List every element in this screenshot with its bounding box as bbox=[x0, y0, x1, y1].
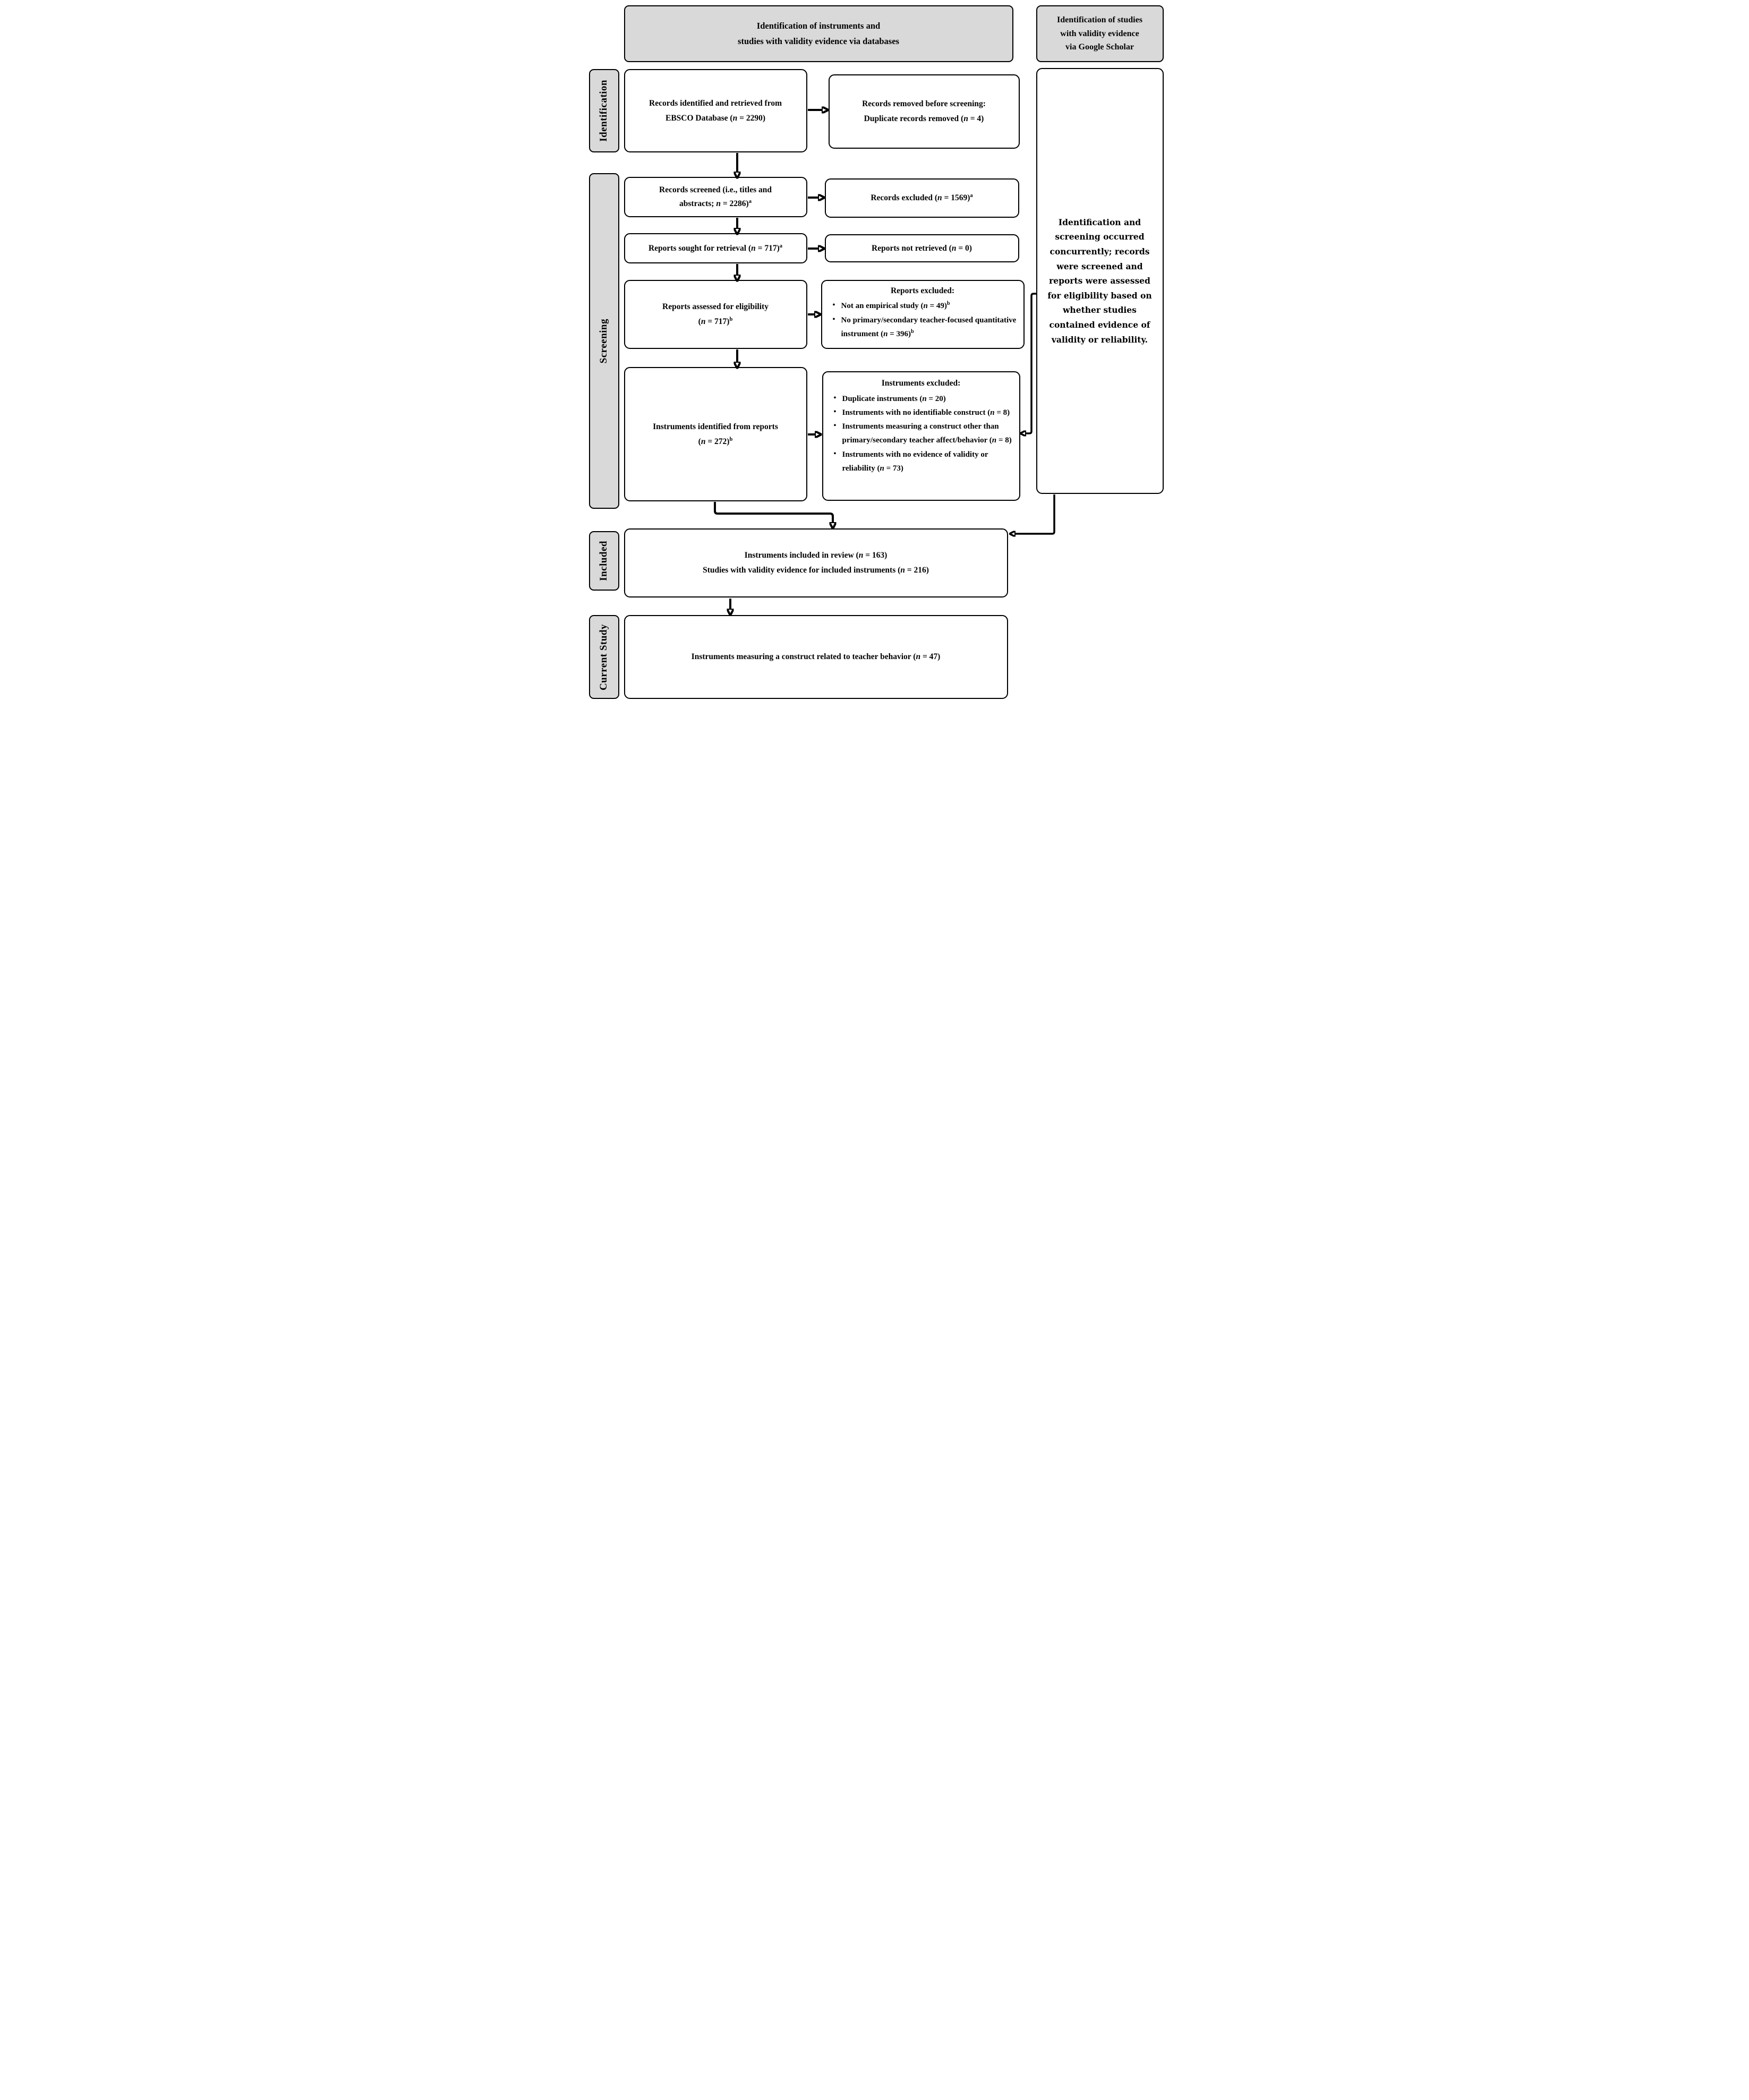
stage-label-current-study-text: Current Study bbox=[598, 624, 609, 690]
box-included: Instruments included in review (n = 163)… bbox=[624, 528, 1008, 597]
box-google-scholar-note: Identification and screening occurred co… bbox=[1036, 68, 1164, 494]
box-reports-not-retrieved: Reports not retrieved (n = 0) bbox=[824, 234, 1019, 262]
box-records-removed-line2: Duplicate records removed (n = 4) bbox=[864, 114, 984, 123]
header-databases-line2: studies with validity evidence via datab… bbox=[738, 36, 899, 46]
box-reports-excluded: Reports excluded: Not an empirical study… bbox=[821, 280, 1025, 349]
stage-label-identification-text: Identification bbox=[598, 80, 609, 142]
box-records-excluded-line1: Records excluded (n = 1569)a bbox=[871, 192, 973, 203]
header-databases-line1: Identification of instruments and bbox=[756, 20, 881, 31]
box-reports-excluded-list: Not an empirical study (n = 49)b No prim… bbox=[827, 299, 1019, 341]
box-reports-excluded-title: Reports excluded: bbox=[890, 286, 955, 295]
box-instruments-excluded-item: Duplicate instruments (n = 20) bbox=[831, 392, 1014, 406]
arrow-instruments-to-included-icon bbox=[713, 502, 833, 523]
box-instruments-excluded-item: Instruments with no evidence of validity… bbox=[831, 448, 1014, 476]
box-reports-sought: Reports sought for retrieval (n = 717)a bbox=[624, 233, 807, 263]
box-included-line2: Studies with validity evidence for inclu… bbox=[703, 566, 929, 575]
box-reports-sought-line1: Reports sought for retrieval (n = 717)a bbox=[648, 243, 783, 253]
box-records-identified-line1: Records identified and retrieved from bbox=[649, 98, 782, 108]
box-instruments-identified: Instruments identified from reports (n =… bbox=[624, 367, 807, 501]
box-google-scholar-note-text: Identification and screening occurred co… bbox=[1047, 217, 1152, 345]
box-included-line1: Instruments included in review (n = 163) bbox=[744, 551, 888, 560]
stage-label-identification: Identification bbox=[588, 69, 619, 152]
box-reports-excluded-item: No primary/secondary teacher-focused qua… bbox=[830, 313, 1019, 342]
box-instruments-excluded-title: Instruments excluded: bbox=[881, 379, 961, 388]
stage-label-included-text: Included bbox=[598, 541, 609, 581]
box-records-screened-line1: Records screened (i.e., titles and bbox=[659, 185, 772, 194]
stage-label-screening-text: Screening bbox=[598, 318, 609, 364]
box-reports-assessed: Reports assessed for eligibility (n = 71… bbox=[624, 280, 807, 349]
box-current-study: Instruments measuring a construct relate… bbox=[624, 615, 1008, 699]
box-records-excluded: Records excluded (n = 1569)a bbox=[824, 178, 1019, 218]
box-records-identified: Records identified and retrieved from EB… bbox=[624, 69, 807, 152]
box-reports-excluded-item: Not an empirical study (n = 49)b bbox=[830, 299, 1019, 313]
box-records-screened-line2: abstracts; n = 2286)a bbox=[679, 198, 752, 208]
box-instruments-identified-line1: Instruments identified from reports bbox=[653, 422, 778, 431]
box-instruments-identified-line2: (n = 272)b bbox=[698, 436, 733, 446]
box-reports-not-retrieved-line1: Reports not retrieved (n = 0) bbox=[872, 243, 972, 253]
header-google-scholar-line3: via Google Scholar bbox=[1065, 42, 1134, 52]
arrow-google-scholar-to-instruments-excluded-icon bbox=[1025, 293, 1036, 433]
box-records-screened: Records screened (i.e., titles and abstr… bbox=[624, 177, 807, 217]
box-instruments-excluded-list: Duplicate instruments (n = 20) Instrumen… bbox=[828, 392, 1014, 476]
prisma-flow-diagram: Identification Screening Included Curren… bbox=[583, 0, 1166, 700]
box-current-study-line1: Instruments measuring a construct relate… bbox=[691, 652, 941, 662]
header-databases: Identification of instruments and studie… bbox=[624, 5, 1013, 62]
box-records-removed-line1: Records removed before screening: bbox=[862, 99, 986, 109]
header-google-scholar: Identification of studies with validity … bbox=[1036, 5, 1164, 62]
box-instruments-excluded: Instruments excluded: Duplicate instrume… bbox=[822, 371, 1020, 501]
box-records-removed: Records removed before screening: Duplic… bbox=[828, 74, 1020, 149]
box-instruments-excluded-item: Instruments measuring a construct other … bbox=[831, 420, 1014, 448]
stage-label-screening: Screening bbox=[588, 173, 619, 509]
header-google-scholar-line2: with validity evidence bbox=[1060, 29, 1139, 38]
box-reports-assessed-line1: Reports assessed for eligibility bbox=[662, 302, 769, 312]
header-google-scholar-line1: Identification of studies bbox=[1057, 15, 1142, 24]
stage-label-current-study: Current Study bbox=[588, 615, 619, 699]
arrow-google-scholar-to-included-icon bbox=[1014, 494, 1055, 534]
box-reports-assessed-line2: (n = 717)b bbox=[698, 316, 733, 326]
box-instruments-excluded-item: Instruments with no identifiable constru… bbox=[831, 406, 1014, 420]
stage-label-included: Included bbox=[588, 531, 619, 591]
box-records-identified-line2: EBSCO Database (n = 2290) bbox=[666, 113, 765, 123]
